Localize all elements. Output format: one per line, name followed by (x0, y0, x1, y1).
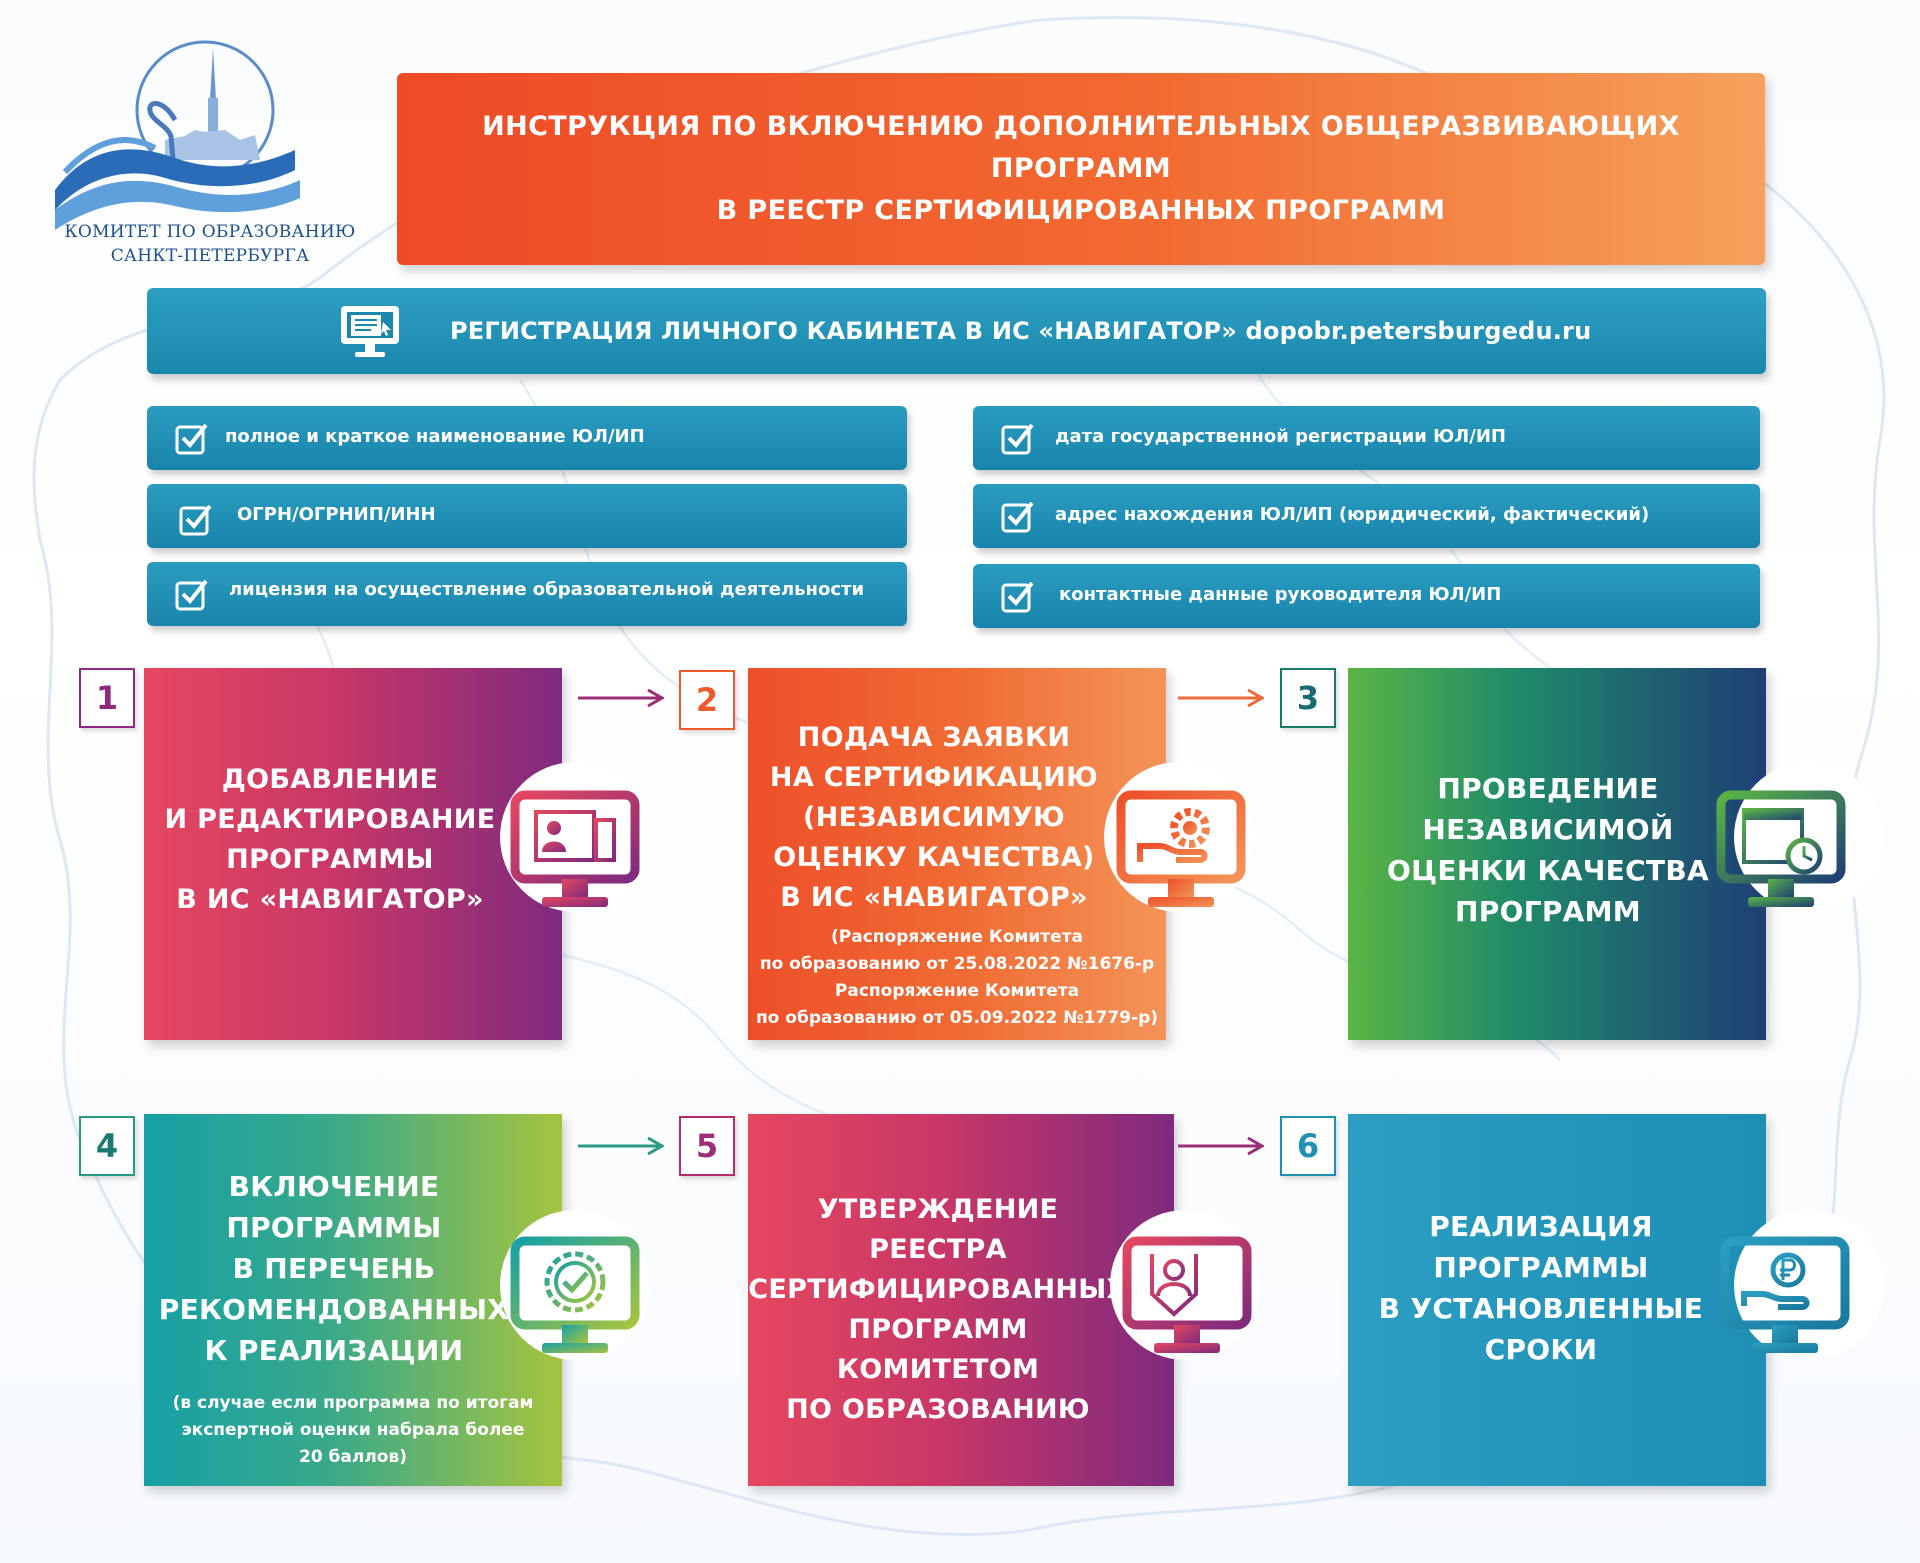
registration-text: РЕГИСТРАЦИЯ ЛИЧНОГО КАБИНЕТА В ИС «НАВИГ… (450, 317, 1592, 345)
checkbox-checked-icon (1001, 501, 1034, 533)
step-number-1: 1 (79, 668, 135, 728)
checklist-item: ОГРН/ОГРНИП/ИНН (147, 484, 907, 548)
checklist-item: адрес нахождения ЮЛ/ИП (юридический, фак… (973, 484, 1760, 548)
committee-logo-emblem (55, 40, 300, 230)
step-number-5: 5 (679, 1116, 735, 1176)
registration-bar: РЕГИСТРАЦИЯ ЛИЧНОГО КАБИНЕТА В ИС «НАВИГ… (147, 288, 1766, 374)
checklist-item: лицензия на осуществление образовательно… (147, 562, 907, 626)
checklist-item-label: лицензия на осуществление образовательно… (229, 579, 865, 600)
checklist-item-label: дата государственной регистрации ЮЛ/ИП (1055, 426, 1506, 447)
checklist-item: полное и краткое наименование ЮЛ/ИП (147, 406, 907, 470)
title-banner: ИНСТРУКЦИЯ ПО ВКЛЮЧЕНИЮ ДОПОЛНИТЕЛЬНЫХ О… (397, 73, 1765, 265)
calendar-clock-icon (1716, 790, 1846, 907)
step-icon-disc (1734, 762, 1884, 912)
hand-gear-icon (1116, 790, 1246, 907)
ruble-hand-icon (1720, 1236, 1850, 1353)
checklist-item-label: полное и краткое наименование ЮЛ/ИП (225, 426, 645, 447)
step-number-2: 2 (679, 670, 735, 730)
step-number-6: 6 (1280, 1116, 1336, 1176)
program-profile-icon (510, 790, 640, 907)
arrow-right-icon (1178, 1136, 1264, 1156)
logo-text-line2: САНКТ-ПЕТЕРБУРГА (110, 246, 310, 266)
step-icon-disc (1734, 1210, 1884, 1360)
computer-document-icon (341, 306, 399, 357)
arrow-right-icon (1178, 688, 1264, 708)
checkbox-checked-icon (179, 504, 212, 536)
step-number-4: 4 (79, 1116, 135, 1176)
checklist-item: дата государственной регистрации ЮЛ/ИП (973, 406, 1760, 470)
step-number-3: 3 (1280, 668, 1336, 728)
user-download-icon (1122, 1236, 1252, 1353)
checklist-item-label: ОГРН/ОГРНИП/ИНН (237, 504, 436, 525)
approval-badge-icon (510, 1236, 640, 1353)
checklist-item-label: адрес нахождения ЮЛ/ИП (юридический, фак… (1055, 504, 1650, 525)
checkbox-checked-icon (1001, 581, 1034, 613)
checkbox-checked-icon (175, 423, 208, 455)
title-line1: ИНСТРУКЦИЯ ПО ВКЛЮЧЕНИЮ ДОПОЛНИТЕЛЬНЫХ О… (482, 111, 1680, 184)
arrow-right-icon (578, 688, 664, 708)
checkbox-checked-icon (1001, 423, 1034, 455)
title-line2: В РЕЕСТР СЕРТИФИЦИРОВАННЫХ ПРОГРАММ (716, 195, 1446, 226)
arrow-right-icon (578, 1136, 664, 1156)
checklist-item-label: контактные данные руководителя ЮЛ/ИП (1059, 584, 1502, 605)
logo-text-line1: КОМИТЕТ ПО ОБРАЗОВАНИЮ (64, 222, 356, 242)
checkbox-checked-icon (175, 579, 208, 611)
checklist-item: контактные данные руководителя ЮЛ/ИП (973, 564, 1760, 628)
